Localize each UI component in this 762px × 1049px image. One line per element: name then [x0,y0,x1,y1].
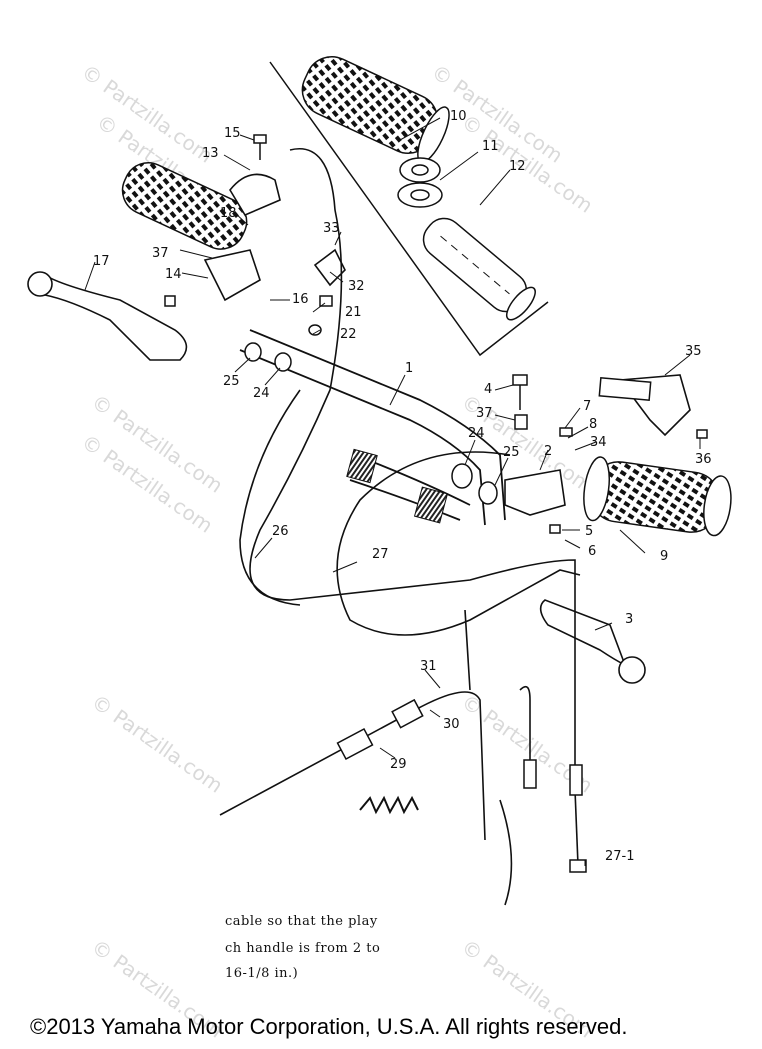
callout-7: 7 [583,399,591,414]
callout-3: 3 [625,612,633,627]
callout-9: 9 [660,549,668,564]
callout-24-left: 24 [253,386,270,401]
callout-10: 10 [450,109,467,124]
callout-1: 1 [405,361,413,376]
callout-12: 12 [509,159,526,174]
callout-15: 15 [224,126,241,141]
note-line-1: cable so that the play [225,914,378,929]
handlebar-knurl-left [346,448,378,484]
note-line-3: 16-1/8 in.) [225,966,299,981]
leader-lines [84,117,701,866]
watermark-text: © Partzilla.com [87,689,227,797]
grip-icon [121,56,732,537]
callout-17: 17 [93,254,110,269]
callout-18: 18 [220,206,237,221]
bolt-icon [164,134,708,534]
callout-37-right: 37 [476,406,493,421]
callout-37-left: 37 [152,246,169,261]
callout-8: 8 [589,417,597,432]
callout-32: 32 [348,279,365,294]
callout-21: 21 [345,305,362,320]
callout-2: 2 [544,444,552,459]
callout-13: 13 [202,146,219,161]
callout-4: 4 [484,382,492,397]
callout-5: 5 [585,524,593,539]
cable-sleeve [336,377,652,873]
note-line-2: ch handle is from 2 to [225,941,381,956]
callout-26: 26 [272,524,289,539]
callout-34: 34 [590,435,607,450]
cable-spring [359,795,419,815]
callout-22: 22 [340,327,357,342]
callout-27-1: 27-1 [605,849,635,864]
callout-6: 6 [588,544,596,559]
handlebar-knurl-right [413,486,449,524]
callout-30: 30 [443,717,460,732]
callout-29: 29 [390,757,407,772]
washer-icon [244,157,498,505]
callout-14: 14 [165,267,182,282]
callout-24-right: 24 [468,426,485,441]
callout-36: 36 [695,452,712,467]
throttle-tube [422,217,536,321]
callout-31: 31 [420,659,437,674]
copyright-notice: ©2013 Yamaha Motor Corporation, U.S.A. A… [30,1014,628,1039]
callout-11: 11 [482,139,499,154]
callout-25-left: 25 [223,374,240,389]
callout-27: 27 [372,547,389,562]
inset-frame [269,61,549,357]
callout-16: 16 [292,292,309,307]
lever-icon [27,173,691,684]
callout-35: 35 [685,344,702,359]
callout-33: 33 [323,221,340,236]
callout-25-right: 25 [503,445,520,460]
callout-labels: 1 2 3 4 5 6 7 8 9 10 11 12 13 14 15 16 1… [93,109,712,864]
